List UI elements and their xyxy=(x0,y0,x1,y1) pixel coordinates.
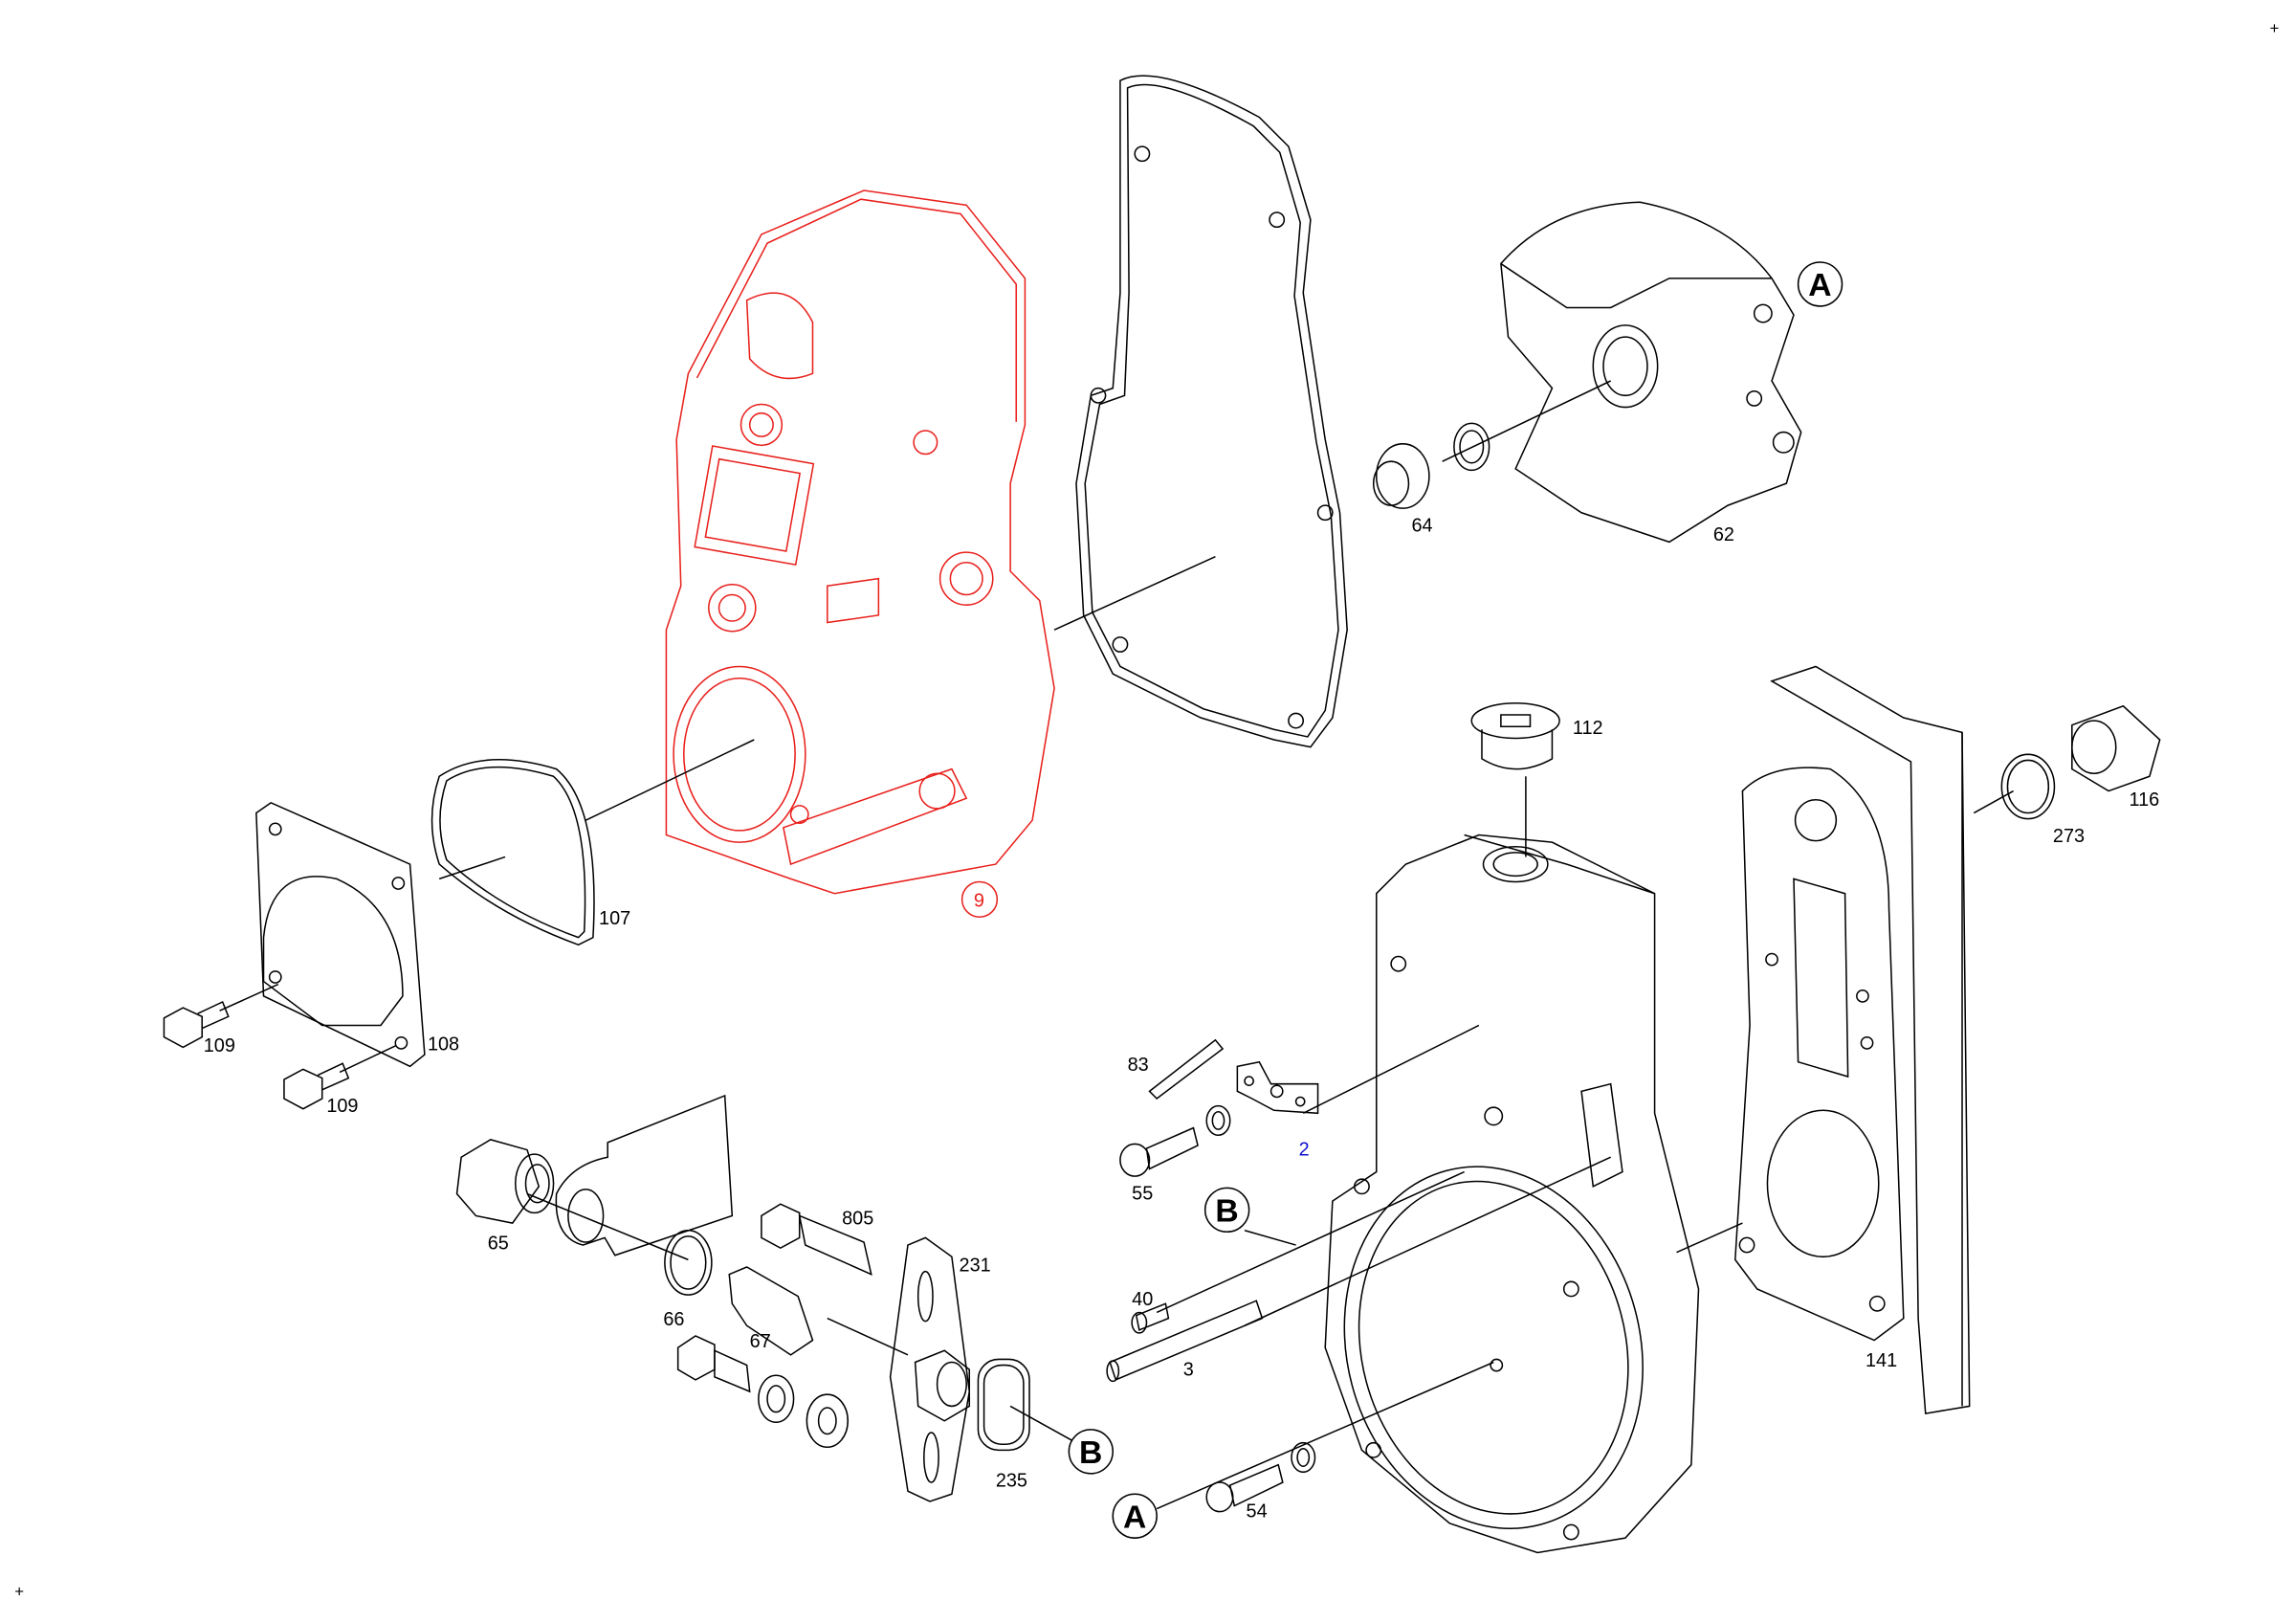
part-label-65[interactable]: 65 xyxy=(488,1234,509,1255)
reference-circle-B-lower xyxy=(1068,1429,1115,1475)
part-label-62[interactable]: 62 xyxy=(1713,524,1734,545)
fitting-assembly[interactable]: B 65 66 67 805 231 235 xyxy=(455,1094,1115,1502)
cover-assembly[interactable]: 107 108 109 109 xyxy=(163,739,755,1117)
plug-112[interactable]: 112 xyxy=(1470,701,1603,770)
gasket-large[interactable] xyxy=(1053,75,1348,748)
part-label-141[interactable]: 141 xyxy=(1866,1350,1897,1371)
part-label-235[interactable]: 235 xyxy=(996,1471,1027,1492)
reference-circle-B-middle xyxy=(1203,1187,1250,1234)
part-9-circle xyxy=(960,880,999,918)
part-label-66[interactable]: 66 xyxy=(663,1309,684,1330)
part-label-231[interactable]: 231 xyxy=(960,1256,991,1277)
part-label-67[interactable]: 67 xyxy=(750,1331,771,1352)
part-label-55[interactable]: 55 xyxy=(1132,1184,1153,1205)
reference-A-bottom[interactable]: A xyxy=(1123,1500,1146,1535)
part-label-64[interactable]: 64 xyxy=(1412,516,1433,537)
part-label-107[interactable]: 107 xyxy=(599,908,630,929)
reference-circle-A-top xyxy=(1797,261,1843,307)
corner-mark-top-right: + xyxy=(2269,19,2279,37)
reference-A-top[interactable]: A xyxy=(1808,268,1831,303)
corner-mark-bottom-left: + xyxy=(14,1582,24,1600)
gasket-141-and-plate[interactable]: 141 273 116 xyxy=(1733,665,2161,1414)
bracket-assembly[interactable]: A 64 62 xyxy=(1372,201,1843,545)
reference-B-lower[interactable]: B xyxy=(1079,1435,1102,1471)
part-label-2[interactable]: 2 xyxy=(1299,1140,1310,1161)
part-label-83[interactable]: 83 xyxy=(1128,1055,1149,1076)
small-parts[interactable]: 83 2 55 40 3 54 B A xyxy=(1106,1038,1319,1539)
part-label-805[interactable]: 805 xyxy=(842,1209,873,1230)
part-label-116[interactable]: 116 xyxy=(2130,789,2160,811)
part-label-273[interactable]: 273 xyxy=(2053,826,2085,847)
part-label-9[interactable]: 9 xyxy=(974,890,984,911)
pump-housing-highlighted[interactable]: 9 xyxy=(665,189,1055,918)
reference-circle-A-bottom xyxy=(1112,1493,1158,1539)
governor-housing[interactable] xyxy=(1156,776,1743,1562)
reference-B-middle[interactable]: B xyxy=(1215,1194,1238,1230)
part-label-112[interactable]: 112 xyxy=(1573,718,1603,739)
part-label-54[interactable]: 54 xyxy=(1247,1501,1268,1523)
part-label-40[interactable]: 40 xyxy=(1132,1289,1153,1310)
part-label-109-a[interactable]: 109 xyxy=(204,1035,235,1056)
part-label-109-b[interactable]: 109 xyxy=(326,1096,358,1117)
part-label-3[interactable]: 3 xyxy=(1183,1359,1194,1380)
part-label-108[interactable]: 108 xyxy=(428,1034,459,1055)
